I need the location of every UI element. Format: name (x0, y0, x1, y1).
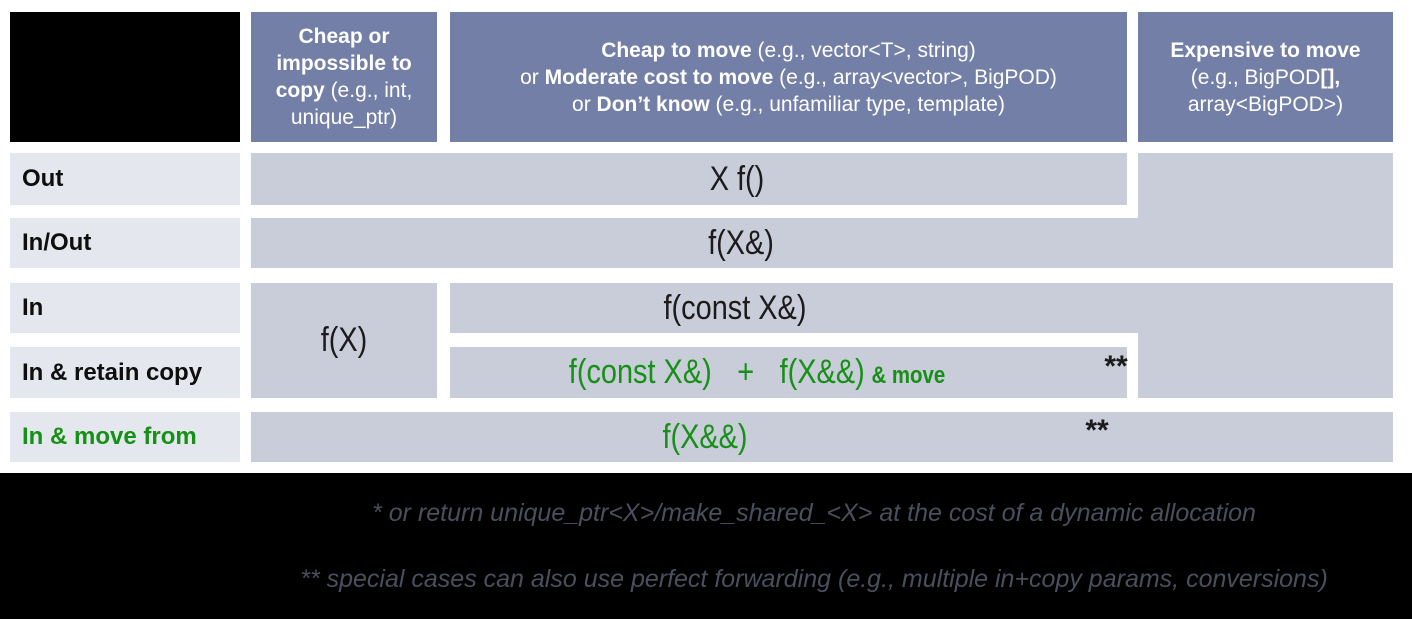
header-line-1: Cheap to move (e.g., vector<T>, string) (520, 37, 1057, 64)
header-bold-text: [], (1320, 65, 1341, 89)
formula-in-retain-copy: f(const X&) + f(X&&)& move (536, 347, 979, 398)
formula-rvalue-ref-overload: f(X&&) (779, 353, 865, 391)
row-label-in-out: In/Out (10, 218, 240, 268)
row-label-in: In (10, 283, 240, 333)
footnote-marker-retain-copy: ** (1104, 350, 1128, 383)
header-line-2: (e.g., BigPOD[], (1170, 64, 1360, 91)
row-label-out: Out (10, 153, 240, 205)
header-regular-text: or (520, 65, 545, 89)
header-cell-cheap-to-move: Cheap to move (e.g., vector<T>, string) … (450, 12, 1127, 142)
cell-in-retain-copy (450, 347, 1127, 398)
header-line-3: array<BigPOD>) (1187, 92, 1344, 116)
header-bold-text: Cheap to move (601, 38, 752, 62)
header-text: Cheap to move (e.g., vector<T>, string) … (520, 37, 1057, 118)
formula-in-const-ref: f(const X&) (663, 289, 807, 327)
header-text: Cheap or impossible to copy (e.g., int, … (261, 23, 427, 131)
footnote-return-unique-ptr: * or return unique_ptr<X>/make_shared_<X… (372, 499, 1256, 527)
formula-in-cheap-copy: f(X) (320, 321, 368, 359)
cell-in-move-from (251, 412, 1393, 462)
header-line-2: or Moderate cost to move (e.g., array<ve… (520, 64, 1057, 91)
formula-in-move-from: f(X&&) (662, 418, 748, 456)
header-line-3: or Don’t know (e.g., unfamiliar type, te… (520, 91, 1057, 118)
footnote-marker-move-from: ** (1085, 414, 1109, 447)
formula-out: X f() (709, 160, 765, 198)
row-label-in-move-from: In & move from (10, 412, 240, 462)
header-cell-expensive-to-move: Expensive to move (e.g., BigPOD[], array… (1138, 12, 1393, 142)
cell-out-return-by-value (251, 153, 1127, 205)
header-regular-text: (e.g., BigPOD (1190, 65, 1321, 89)
row-label-in-retain-copy: In & retain copy (10, 347, 240, 398)
header-regular-text: (e.g., array<vector>, BigPOD) (773, 65, 1057, 89)
footer-band (0, 473, 1412, 619)
header-cell-cheap-or-impossible-to-copy: Cheap or impossible to copy (e.g., int, … (251, 12, 437, 142)
formula-const-ref-overload: f(const X&) (568, 353, 712, 391)
plus-sign: + (737, 353, 755, 391)
header-line-1: Expensive to move (1170, 38, 1361, 62)
cell-in-expensive-merged (1138, 283, 1393, 398)
header-corner-cell (10, 12, 240, 142)
header-regular-text: or (572, 92, 597, 116)
and-move-note: & move (871, 362, 946, 389)
cell-inout-row (251, 218, 1393, 268)
cell-in-by-value (251, 283, 437, 398)
header-bold-text: Moderate cost to move (544, 65, 774, 89)
header-bold-text: Cheap or impossible to copy (275, 25, 412, 102)
header-regular-text: (e.g., int, unique_ptr) (290, 79, 413, 129)
formula-in-out: f(X&) (708, 224, 774, 262)
footnote-perfect-forwarding: ** special cases can also use perfect fo… (300, 565, 1328, 593)
header-regular-text: (e.g., unfamiliar type, template) (709, 92, 1005, 116)
header-regular-text: (e.g., vector<T>, string) (751, 38, 976, 62)
header-bold-text: Don’t know (596, 92, 710, 116)
header-text: Expensive to move (e.g., BigPOD[], array… (1170, 37, 1360, 118)
